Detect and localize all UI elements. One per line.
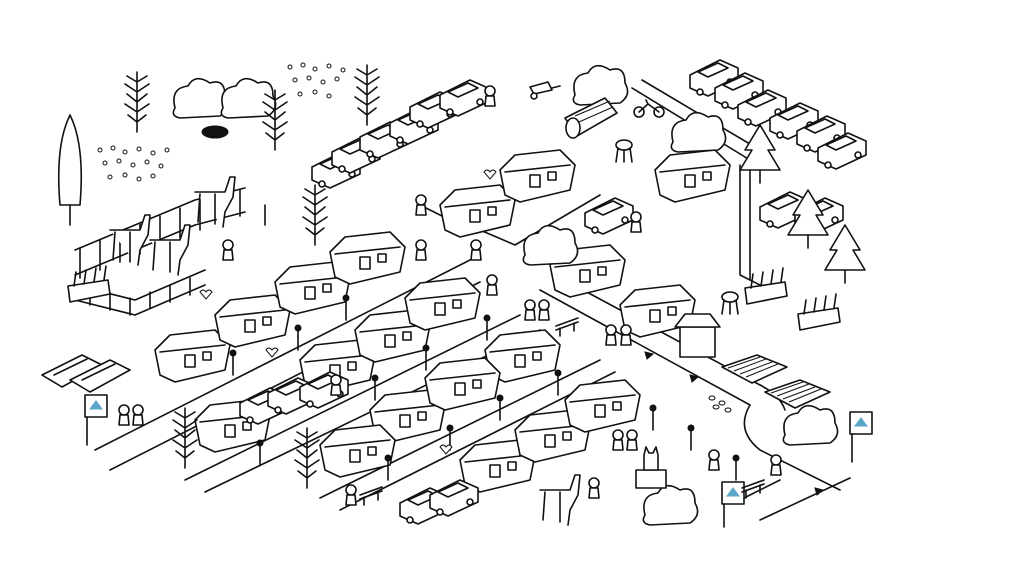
hole-icon[interactable]	[201, 125, 229, 139]
trailer[interactable]	[154, 329, 231, 383]
bench-icon[interactable]	[741, 479, 765, 499]
bbq-grill-icon[interactable]	[721, 291, 739, 315]
pine-tree-icon[interactable]	[824, 224, 866, 284]
shrub-icon[interactable]	[670, 111, 727, 153]
shrub-icon[interactable]	[172, 77, 229, 119]
car[interactable]	[817, 132, 867, 170]
character-icon[interactable]	[415, 194, 427, 216]
bench-icon[interactable]	[555, 317, 579, 337]
heart-icons	[199, 169, 497, 455]
shrub-icon[interactable]	[522, 224, 579, 266]
shrubs[interactable]	[172, 64, 839, 526]
arrow-marks	[644, 351, 825, 496]
character-icon[interactable]	[524, 299, 536, 321]
barrel-tunnel-icon[interactable]	[564, 97, 618, 139]
shrub-icon[interactable]	[220, 77, 277, 119]
pebbles	[708, 395, 732, 413]
car[interactable]	[439, 79, 489, 117]
character-icon[interactable]	[588, 477, 600, 499]
character-icon[interactable]	[708, 449, 720, 471]
character-icon[interactable]	[470, 239, 482, 261]
character-icon[interactable]	[620, 324, 632, 346]
llama-icon[interactable]	[149, 224, 191, 276]
llama-icon[interactable]	[109, 214, 151, 266]
character-icon[interactable]	[486, 274, 498, 296]
trailer[interactable]	[319, 424, 396, 478]
character-icon[interactable]	[612, 429, 624, 451]
character-icon[interactable]	[118, 404, 130, 426]
planter-box-icon[interactable]	[744, 267, 788, 305]
planter-box-icon[interactable]	[67, 265, 111, 303]
character-icon[interactable]	[626, 429, 638, 451]
character-icon[interactable]	[222, 239, 234, 261]
llama-icon[interactable]	[194, 176, 236, 228]
trailer[interactable]	[329, 231, 406, 285]
trailer[interactable]	[459, 439, 536, 493]
trailer[interactable]	[439, 184, 516, 238]
shrub-icon[interactable]	[642, 484, 699, 526]
pine-tree-icon[interactable]	[739, 124, 781, 184]
character-icon[interactable]	[484, 85, 496, 107]
trailer[interactable]	[274, 261, 351, 315]
character-icon[interactable]	[330, 374, 342, 396]
llama-icon[interactable]	[539, 474, 581, 526]
trailer[interactable]	[619, 284, 696, 338]
sign-icon[interactable]	[84, 394, 108, 446]
bicycle-icon[interactable]	[633, 99, 665, 118]
character-icon[interactable]	[132, 404, 144, 426]
character-icon[interactable]	[345, 484, 357, 506]
trailer[interactable]	[564, 379, 641, 433]
trailers-layer[interactable]	[154, 149, 731, 493]
bench-icon[interactable]	[359, 486, 383, 506]
trailer[interactable]	[214, 294, 291, 348]
wheelbarrow-icon[interactable]	[529, 81, 561, 100]
trailer[interactable]	[369, 389, 446, 443]
character-icon[interactable]	[770, 454, 782, 476]
street-lamps	[229, 294, 740, 481]
pine-tree-icon[interactable]	[787, 189, 829, 249]
shrub-icon[interactable]	[572, 64, 629, 106]
trailer[interactable]	[499, 149, 576, 203]
deck-icon[interactable]	[764, 379, 831, 409]
cat-statue-icon[interactable]	[635, 446, 667, 489]
food-stand-icon[interactable]	[674, 313, 721, 358]
pine-tree-icon[interactable]	[58, 114, 82, 226]
stage-icon[interactable]	[721, 354, 788, 384]
characters-layer[interactable]	[118, 85, 782, 506]
planter-box-icon[interactable]	[797, 293, 841, 331]
boat-icon[interactable]	[69, 359, 131, 393]
cars-layer[interactable]	[239, 59, 867, 525]
car[interactable]	[584, 197, 634, 235]
flower-field	[97, 62, 346, 182]
character-icon[interactable]	[630, 211, 642, 233]
leafy-plants	[124, 64, 380, 489]
pine-trees[interactable]	[58, 114, 866, 284]
character-icon[interactable]	[415, 239, 427, 261]
trailer[interactable]	[404, 277, 481, 331]
trailer[interactable]	[424, 357, 501, 411]
trailer[interactable]	[484, 329, 561, 383]
trailer[interactable]	[654, 149, 731, 203]
bbq-grill-icon[interactable]	[615, 139, 633, 163]
car[interactable]	[429, 479, 479, 517]
shrub-icon[interactable]	[782, 404, 839, 446]
sign-icon[interactable]	[721, 481, 745, 528]
character-icon[interactable]	[605, 324, 617, 346]
sign-icon[interactable]	[849, 411, 873, 463]
character-icon[interactable]	[538, 299, 550, 321]
